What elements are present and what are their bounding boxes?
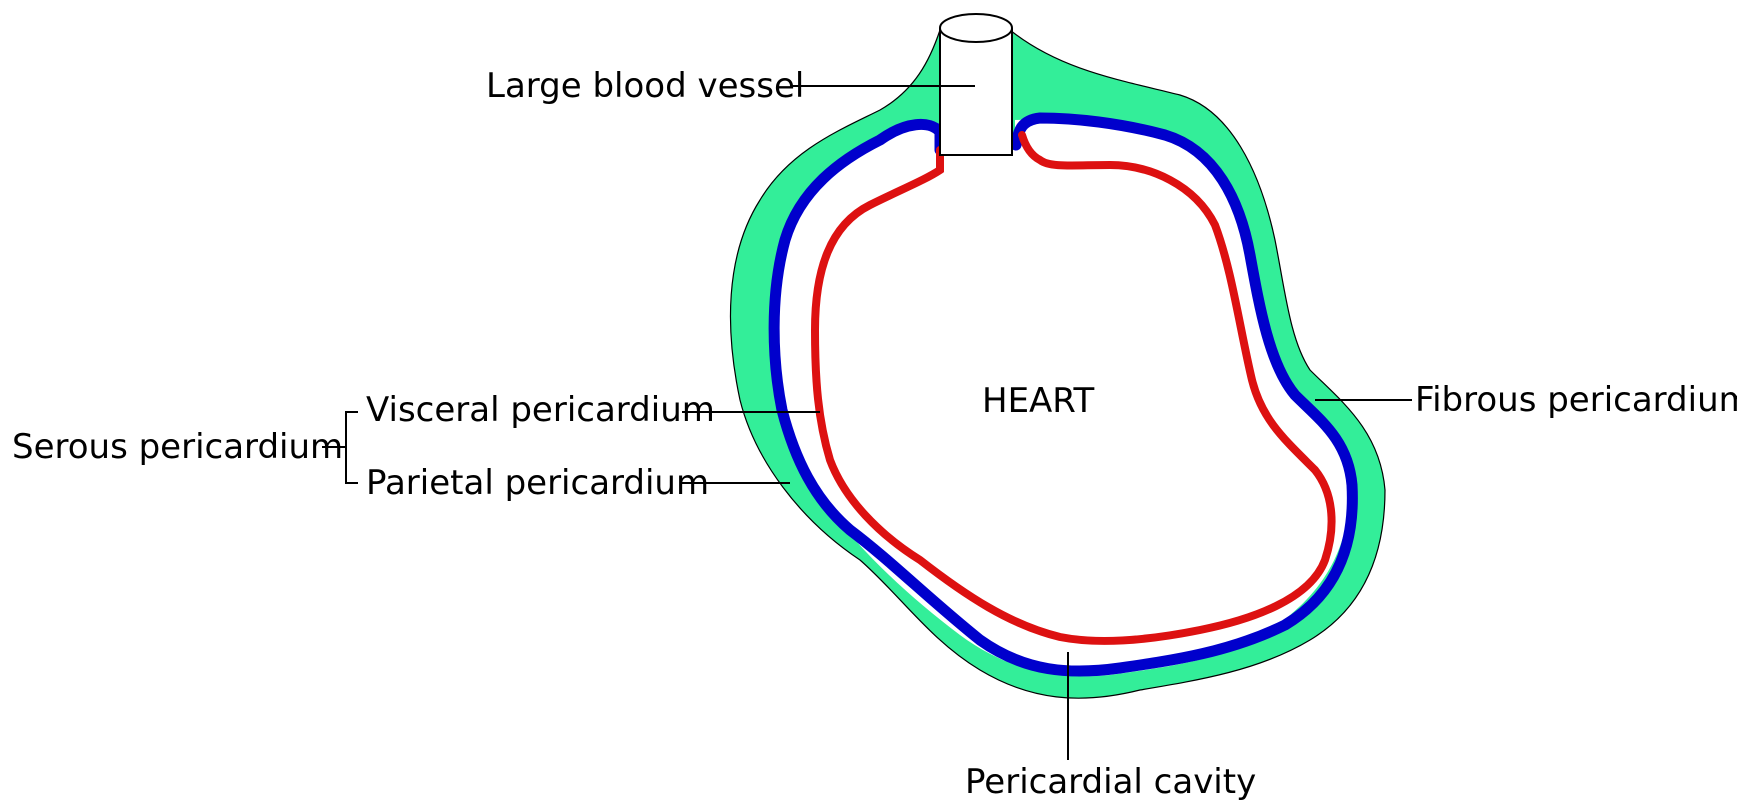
label-heart: HEART: [982, 381, 1094, 421]
label-pericardial-cavity: Pericardial cavity: [965, 762, 1256, 802]
serous-bracket: [346, 412, 358, 483]
label-fibrous-pericardium: Fibrous pericardium: [1415, 380, 1737, 420]
blood-vessel-opening: [940, 14, 1012, 42]
label-serous-pericardium: Serous pericardium: [12, 427, 343, 467]
label-large-blood-vessel: Large blood vessel: [486, 66, 804, 106]
blood-vessel-tube: [940, 28, 1012, 155]
label-visceral-pericardium: Visceral pericardium: [366, 390, 715, 430]
label-parietal-pericardium: Parietal pericardium: [366, 463, 709, 503]
